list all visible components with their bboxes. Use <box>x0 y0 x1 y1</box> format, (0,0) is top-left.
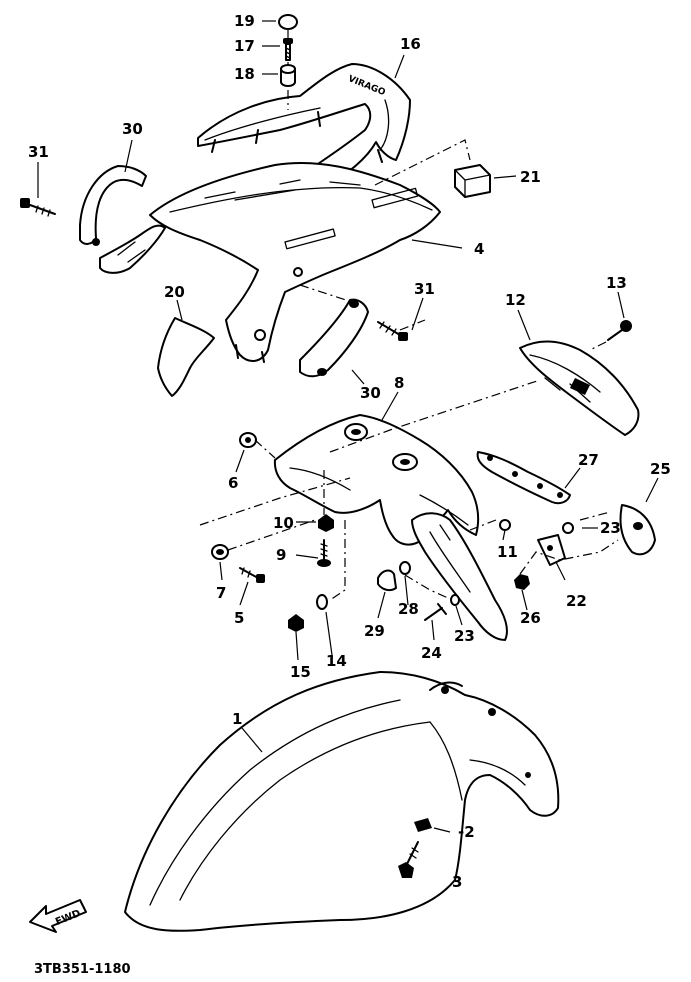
callout-10: 10 <box>273 514 294 532</box>
callout-2: -2 <box>458 823 475 841</box>
part-22-reflector-bracket <box>537 534 566 566</box>
callout-31-upper: 31 <box>28 143 49 161</box>
callout-1: 1 <box>232 710 242 728</box>
callout-4: 4 <box>474 240 484 258</box>
part-30-grab-handle-left <box>79 165 147 246</box>
part-23-washer-middle <box>450 594 460 606</box>
part-25-reflector <box>619 504 656 556</box>
part-8-fender-stay <box>273 414 508 641</box>
part-26-nut <box>514 574 530 590</box>
part-13-screw <box>607 320 632 341</box>
part-18-collar <box>280 64 296 87</box>
callout-29: 29 <box>364 622 385 640</box>
callout-31-middle: 31 <box>414 280 435 298</box>
part-7-collar <box>211 544 229 560</box>
callout-23-right: 23 <box>600 519 621 537</box>
part-3-bolt <box>398 841 419 878</box>
callout-7: 7 <box>216 584 226 602</box>
callout-26: 26 <box>520 609 541 627</box>
part-19-cap <box>278 14 298 30</box>
callout-16: 16 <box>400 35 421 53</box>
callout-3: 3 <box>452 873 462 891</box>
part-4-rear-bracket <box>99 162 441 363</box>
part-11-grommet <box>499 519 511 531</box>
part-21-block <box>454 164 491 198</box>
callout-11: 11 <box>497 543 518 561</box>
part-28-washer <box>399 561 411 575</box>
callout-30-middle: 30 <box>360 384 381 402</box>
part-1-rear-fender <box>124 671 560 932</box>
callout-30-upper: 30 <box>122 120 143 138</box>
part-6-nut <box>239 432 257 448</box>
part-code: 3TB351-1180 <box>34 962 131 977</box>
part-27-bracket-plate <box>476 451 571 505</box>
callout-25: 25 <box>650 460 671 478</box>
part-14-washer <box>316 594 328 610</box>
callout-17: 17 <box>234 37 255 55</box>
callout-21: 21 <box>520 168 541 186</box>
callout-20: 20 <box>164 283 185 301</box>
callout-18: 18 <box>234 65 255 83</box>
part-23-nut-right <box>562 522 574 534</box>
callout-15: 15 <box>290 663 311 681</box>
forward-arrow-icon: FWD <box>29 899 87 933</box>
part-30-grab-handle-right <box>299 298 369 378</box>
part-5-bolt <box>239 567 265 583</box>
callout-24: 24 <box>421 644 442 662</box>
callout-23-middle: 23 <box>454 627 475 645</box>
assembly-lines <box>199 30 619 601</box>
part-31-bolt-left <box>20 198 56 217</box>
part-15-bolt <box>288 614 304 632</box>
callout-9: 9 <box>276 546 286 564</box>
callout-5: 5 <box>234 609 244 627</box>
callout-12: 12 <box>505 291 526 309</box>
part-24-screw <box>424 603 447 621</box>
part-2-nut <box>414 818 432 832</box>
part-10-nut <box>318 514 334 532</box>
part-20-shield <box>157 317 215 397</box>
part-9-bolt <box>317 539 331 567</box>
part-31-bolt-middle <box>377 321 408 341</box>
callout-28: 28 <box>398 600 419 618</box>
callout-labels: 19 17 18 16 30 31 21 4 20 31 12 13 30 8 … <box>28 12 671 891</box>
callout-19: 19 <box>234 12 255 30</box>
part-17-bolt <box>283 38 293 61</box>
callout-27: 27 <box>578 451 599 469</box>
callout-22: 22 <box>566 592 587 610</box>
leader-lines <box>37 20 659 833</box>
callout-13: 13 <box>606 274 627 292</box>
part-29-grommet <box>377 569 397 592</box>
callout-14: 14 <box>326 652 347 670</box>
callout-8: 8 <box>394 374 404 392</box>
callout-6: 6 <box>228 474 238 492</box>
part-12-tail-lamp-housing <box>519 340 640 436</box>
